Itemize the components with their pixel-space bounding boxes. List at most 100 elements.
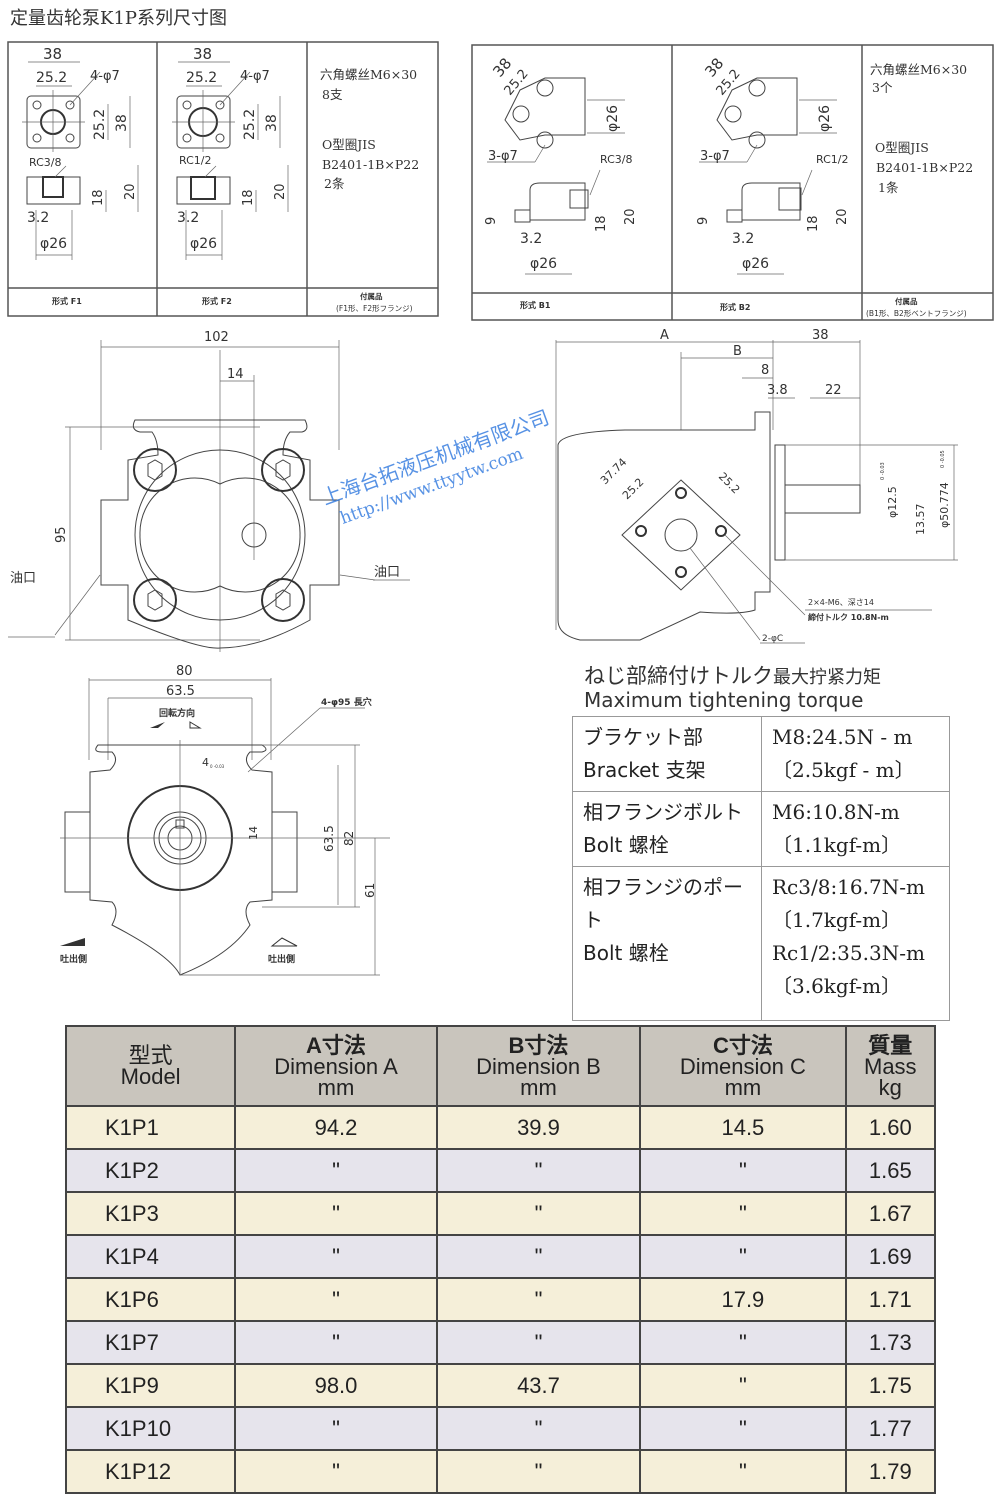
dim-82: 82 [342,831,356,846]
port-label: RC1/2 [816,153,848,166]
dim-13-57: 13.57 [914,504,927,536]
key-en: Bolt 螺栓 [583,833,669,857]
dim-key: 4 [202,756,209,769]
cell-dim-b: " [435,1234,642,1279]
dim-25-2: 25.2 [36,70,67,86]
dim-18: 18 [594,215,609,232]
dim-38: 38 [193,45,212,63]
rotation-label: 回転方向 [159,707,195,719]
dim-20: 20 [123,183,138,200]
cell-dim-c: 14.5 [639,1105,847,1150]
torque-value: Rc3/8:16.7N-m〔1.7kgf-m〕Rc1/2:35.3N-m〔3.6… [761,866,950,1021]
dim-holes: 4-φ7 [240,69,270,84]
cell-model: K1P9 [64,1363,237,1408]
cell-dim-a: " [234,1191,438,1236]
acc-label: 付属品 [360,291,383,301]
cell-dim-a: " [234,1320,438,1365]
torque-title-en: Maximum tightening torque [584,688,864,712]
cell-dim-a: " [234,1148,438,1193]
cell-mass: 1.65 [844,1148,937,1193]
dim-phi26: φ26 [742,256,769,272]
port-label: RC1/2 [179,154,211,167]
cell-mass: 1.75 [844,1363,937,1408]
dim-3-2: 3.2 [27,210,49,226]
acc-line: B2401-1B×P22 [322,157,419,172]
dim-phi26-top: φ26 [817,105,833,132]
dim-phi26: φ26 [40,236,67,252]
cell-model: K1P1 [64,1105,237,1150]
torque-title: ねじ部締付けトルク最大拧紧力矩 [584,660,881,690]
value-line: M8:24.5N - m [772,725,913,749]
dim-20: 20 [273,183,288,200]
value-line: 〔1.1kgf-m〕 [772,833,902,857]
dim-phi26-top: φ26 [605,105,621,132]
dim-A: A [660,328,669,343]
acc-line: 8支 [322,87,343,102]
flange-f2-drawing: 38 25.2 4-φ7 25.2 38 RC1/2 18 20 3.2 φ26… [172,45,289,306]
slot-label: 4-φ95 長穴 [321,696,372,708]
cell-model: K1P4 [64,1234,237,1279]
acc-line: 六角螺丝M6×30 [870,62,967,77]
bolt-head [133,578,177,622]
form-label: 形式 B2 [720,302,750,312]
cell-dim-c: " [639,1320,847,1365]
dim-18: 18 [806,215,821,232]
dim-v25-2: 25.2 [92,109,108,140]
port-label: RC3/8 [29,156,61,169]
cell-model: K1P7 [64,1320,237,1365]
acc-label: (F1形、F2形フランジ) [336,304,413,313]
cell-dim-a: " [234,1277,438,1322]
dim-38: 38 [812,328,829,343]
cell-model: K1P10 [64,1406,237,1451]
cell-dim-c: " [639,1363,847,1408]
cell-dim-b: " [435,1191,642,1236]
cell-dim-b: " [435,1406,642,1451]
form-label: 形式 B1 [520,300,551,310]
form-label: 形式 F2 [202,296,232,306]
key-en: Bracket 支架 [583,758,706,782]
value-line: 〔3.6kgf-m〕 [772,974,902,998]
table-row: K1P3"""1.67 [64,1191,937,1236]
dim-95: 95 [54,526,69,543]
dim-25-2-left: 25.2 [620,476,647,503]
cell-model: K1P2 [64,1148,237,1193]
pump-rear-view: 80 63.5 回転方向 4-φ95 長穴 4 0 -0.03 14 63.5 … [60,664,390,976]
value-line: Rc3/8:16.7N-m [772,875,925,899]
acc-line: 2条 [324,176,345,191]
port-label: RC3/8 [600,153,632,166]
cell-dim-c: 17.9 [639,1277,847,1322]
dim-22: 22 [825,383,842,398]
cell-dim-c: " [639,1191,847,1236]
dim-14: 14 [247,826,260,840]
torque-title-zh: 最大拧紧力矩 [773,667,881,688]
acc-line: 1条 [878,180,899,195]
cell-dim-b: 43.7 [435,1363,642,1408]
table-row: K1P4"""1.69 [64,1234,937,1279]
cell-mass: 1.67 [844,1191,937,1236]
dim-18: 18 [91,189,106,206]
dim-3-2: 3.2 [520,231,542,247]
bolt-head [133,448,177,492]
discharge-left-label: 吐出側 [60,953,87,965]
cell-dim-c: " [639,1148,847,1193]
dim-14: 14 [227,367,244,382]
pump-front-view: 102 14 95 油口 油口 [8,330,410,652]
torque-value: M8:24.5N - m 〔2.5kgf - m〕 [761,716,950,792]
dim-2-phiC: 2-φC [762,634,783,644]
dim-v63-5: 63.5 [322,825,336,852]
flange-b2-drawing: 38 25.2 φ26 3-φ7 RC1/2 9 3.2 φ26 18 20 形… [696,54,850,312]
acc-label: 付属品 [895,296,918,306]
dim-B: B [733,344,742,359]
watermark: 上海台拓液压机械有限公司 http://www.ttyytw.com [319,405,553,529]
dim-v38: 38 [264,114,280,132]
value-line: 〔2.5kgf - m〕 [772,758,915,782]
dim-37-74: 37.74 [598,456,629,487]
torque-title-jp: ねじ部締付けトルク [584,664,773,688]
